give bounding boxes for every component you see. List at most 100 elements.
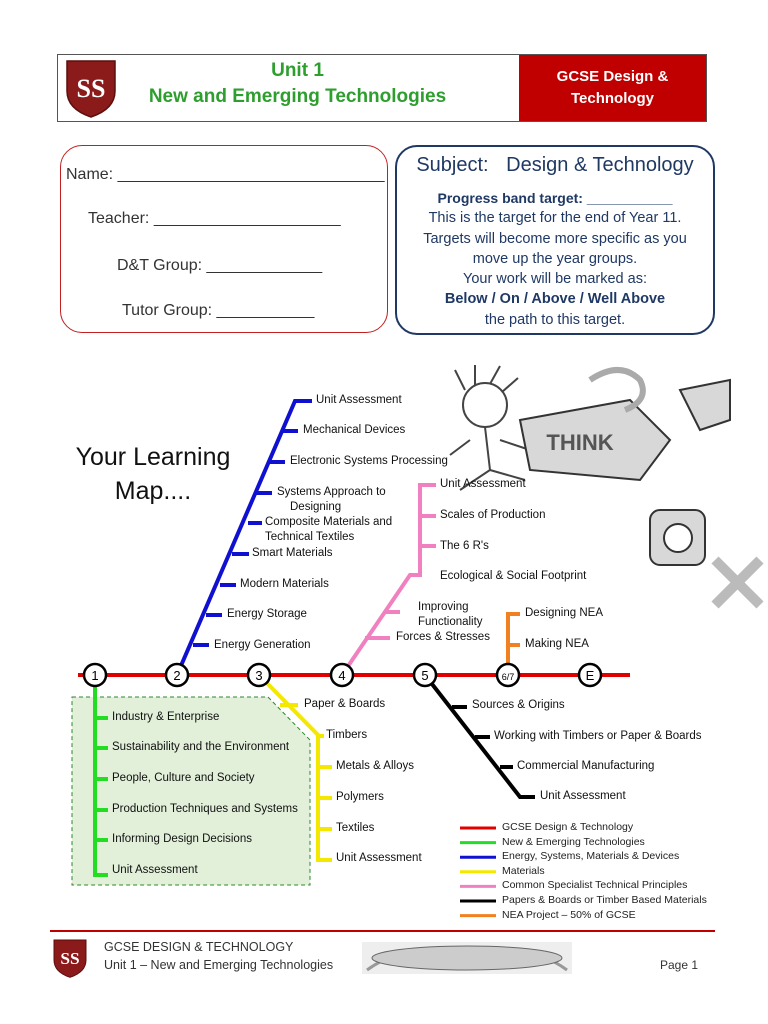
blue-item: Technical Textiles (265, 531, 355, 543)
subject-note-3: move up the year groups. (472, 251, 638, 267)
subject-label: Subject: (416, 154, 489, 176)
station-marker (495, 662, 521, 688)
svg-text:SS: SS (77, 74, 106, 103)
pink-item: Ecological & Social Footprint (440, 570, 587, 582)
station-label: 4 (338, 668, 345, 683)
black-item: Commercial Manufacturing (517, 760, 655, 772)
unit-title: Unit 1 New and Emerging Technologies (125, 58, 470, 110)
black-item: Working with Timbers or Paper & Boards (494, 730, 702, 742)
legend-label: Papers & Boards or Timber Based Material… (502, 894, 707, 906)
pink-item: Scales of Production (440, 509, 546, 521)
subject-note-1: This is the target for the end of Year 1… (428, 210, 682, 226)
station-marker (164, 662, 190, 688)
dt-group-field[interactable]: D&T Group: _____________ (117, 257, 323, 274)
green-item: Production Techniques and Systems (112, 803, 298, 815)
subject-note-2: Targets will become more specific as you (423, 231, 687, 247)
yellow-item: Timbers (326, 729, 368, 741)
subject-name: Design & Technology (506, 154, 694, 176)
learning-map-title-line2: Map.... (114, 477, 192, 505)
blue-item: Composite Materials and (265, 516, 393, 528)
orange-item: Designing NEA (525, 607, 603, 619)
learning-map-title: Your Learning Map.... (58, 440, 248, 508)
blue-item: Mechanical Devices (303, 424, 406, 436)
green-item: People, Culture and Society (112, 772, 255, 784)
footer-unit: Unit 1 – New and Emerging Technologies (104, 958, 334, 972)
legend-label: Common Specialist Technical Principles (502, 879, 688, 892)
green-item: Unit Assessment (112, 864, 198, 876)
blue-branch (175, 399, 312, 676)
student-details-box (60, 145, 388, 333)
header-box (57, 54, 707, 122)
blue-item: Electronic Systems Processing (290, 455, 448, 467)
course-banner: GCSE Design & Technology (519, 55, 706, 121)
blue-item: Designing (290, 501, 342, 513)
design-technology-banner-logo (362, 942, 572, 974)
name-field[interactable]: Name: ______________________________ (66, 166, 385, 183)
pink-item: Forces & Stresses (396, 631, 490, 643)
pink-item: The 6 R's (440, 540, 489, 552)
green-item: Industry & Enterprise (112, 711, 220, 723)
subject-note-5: the path to this target. (484, 312, 626, 328)
pink-item: Improving (418, 601, 469, 613)
subject-note-4: Your work will be marked as: (462, 271, 647, 287)
page-number: Page 1 (660, 958, 699, 972)
yellow-item: Polymers (336, 791, 384, 803)
yellow-item: Metals & Alloys (336, 760, 414, 772)
svg-text:THINK: THINK (546, 430, 613, 455)
blue-item: Energy Generation (214, 639, 311, 651)
footer-divider (50, 930, 715, 932)
station-label: 5 (421, 668, 428, 683)
teacher-field[interactable]: Teacher: _____________________ (88, 210, 341, 227)
learning-map-title-line1: Your Learning (75, 443, 231, 471)
black-branch (423, 673, 535, 799)
blue-item: Energy Storage (227, 608, 307, 620)
legend-label: Materials (502, 864, 545, 877)
blue-item: Unit Assessment (316, 394, 402, 406)
black-item: Sources & Origins (472, 699, 565, 711)
marking-bands: Below / On / Above / Well Above (444, 291, 666, 307)
green-item: Informing Design Decisions (112, 833, 252, 845)
think-outside-box-illustration: THINK (430, 360, 768, 630)
black-item: Unit Assessment (540, 790, 626, 802)
station-label: 3 (255, 668, 262, 683)
station-label: 6/7 (502, 672, 515, 682)
station-marker (412, 662, 438, 688)
yellow-item: Unit Assessment (336, 852, 422, 864)
green-item: Sustainability and the Environment (112, 741, 290, 753)
yellow-branch (257, 673, 332, 862)
station-label: 2 (173, 668, 180, 683)
pink-item: Unit Assessment (440, 478, 526, 490)
subject-box: Subject: Design & Technology Progress ba… (395, 145, 715, 335)
pink-item: Functionality (418, 616, 483, 628)
school-crest-icon: SS (66, 60, 116, 118)
green-branch (93, 675, 108, 877)
legend-label: Energy, Systems, Materials & Devices (502, 850, 680, 863)
station-marker (329, 662, 355, 688)
legend-label: NEA Project – 50% of GCSE (502, 908, 636, 921)
svg-text:SS: SS (60, 949, 79, 968)
orange-branch (506, 612, 520, 675)
footer-course: GCSE DESIGN & TECHNOLOGY (104, 940, 294, 954)
pink-branch (340, 483, 436, 677)
course-name: GCSE Design & Technology (556, 68, 669, 107)
progress-band-target: Progress band target: ___________ (437, 190, 673, 206)
unit-name: New and Emerging Technologies (148, 86, 447, 107)
yellow-item: Textiles (336, 822, 375, 834)
blue-item: Smart Materials (252, 547, 333, 559)
green-zone (71, 696, 311, 886)
subject-heading: Subject: Design & Technology (397, 154, 713, 177)
tutor-group-field[interactable]: Tutor Group: ___________ (122, 302, 315, 319)
legend-swatches (460, 826, 496, 918)
yellow-item: Paper & Boards (304, 698, 386, 710)
station-marker (577, 662, 603, 688)
legend-label: New & Emerging Technologies (502, 835, 645, 848)
footer-crest-icon: SS (53, 939, 87, 978)
blue-item: Systems Approach to (277, 486, 386, 498)
legend-label: GCSE Design & Technology (502, 821, 634, 833)
unit-number: Unit 1 (271, 60, 324, 81)
station-label: 1 (91, 668, 98, 683)
blue-item: Modern Materials (240, 578, 329, 590)
orange-item: Making NEA (525, 638, 589, 650)
